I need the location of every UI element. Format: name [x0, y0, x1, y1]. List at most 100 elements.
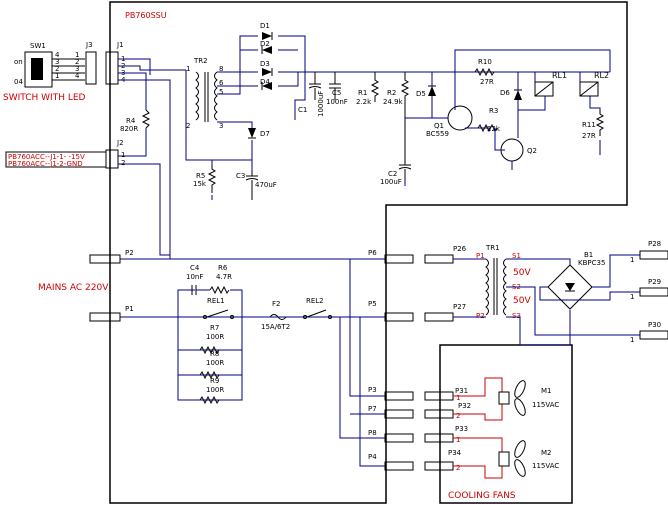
j3-pin4: 4: [75, 72, 80, 80]
b1-label: B1: [584, 251, 593, 259]
j1-label: J1: [116, 41, 124, 49]
m1-value: 115VAC: [532, 401, 559, 409]
f2-label: F2: [272, 300, 280, 308]
p1-terminal[interactable]: [89, 312, 121, 322]
p30-terminal[interactable]: [639, 330, 668, 340]
m2-value: 115VAC: [532, 462, 559, 470]
q1-value: BC559: [426, 130, 449, 138]
tr1-s1: S1: [512, 252, 521, 260]
q2-wiring: [404, 128, 513, 186]
p33-label: P33: [455, 425, 468, 433]
b1-output-wiring: [539, 254, 640, 301]
tr2-primary: [195, 71, 199, 121]
p28-terminal[interactable]: [639, 250, 668, 260]
relay-wiring: [505, 71, 601, 155]
diode-d4: [261, 82, 272, 90]
c1-capacitor: [308, 72, 322, 100]
diode-d1: [262, 32, 273, 40]
p34-label: P34: [448, 449, 462, 457]
diode-d7: [248, 128, 256, 139]
fan-wiring: [453, 377, 503, 479]
tr1-s3: S3: [512, 312, 521, 320]
r10-value: 27R: [480, 78, 494, 86]
r4-value: 820R: [120, 125, 138, 133]
r1-value: 2.2k: [356, 98, 372, 106]
tr1-primary: [485, 258, 489, 316]
j1-connector: [105, 51, 119, 85]
p34-terminal[interactable]: [424, 461, 454, 471]
r10-label: R10: [478, 58, 492, 66]
r2-resistor: [400, 72, 410, 126]
p8-terminal[interactable]: [384, 433, 414, 443]
j3-label: J3: [85, 41, 93, 49]
tr2-pin5: 5: [219, 88, 223, 96]
r9-resistor: [199, 395, 220, 405]
b1-diode-symbol: [565, 283, 575, 292]
p7-terminal[interactable]: [384, 409, 414, 419]
p26-terminal[interactable]: [424, 254, 454, 264]
p31-terminal[interactable]: [424, 391, 454, 401]
c1-label: C1: [298, 106, 307, 114]
p2-terminal[interactable]: [89, 254, 121, 264]
r4-label: R4: [126, 117, 136, 125]
p32-pin: 2: [456, 412, 460, 420]
r1-label: R1: [358, 89, 367, 97]
rl1-coil: [534, 81, 554, 97]
sw1-pin3: 3: [55, 58, 59, 66]
r10-resistor: [474, 67, 495, 77]
d3-label: D3: [260, 60, 270, 68]
p29-pin: 1: [630, 293, 634, 301]
sw1-off-label: 04: [14, 78, 23, 86]
p27-terminal[interactable]: [424, 312, 454, 322]
diode-d5: [428, 72, 436, 118]
j3-pin2: 2: [75, 58, 79, 66]
p3-label: P3: [368, 386, 377, 394]
m1-fan-blades-icon: [514, 380, 526, 416]
p34-pin: 2: [456, 464, 460, 472]
r5-label: R5: [196, 172, 205, 180]
q2-label: Q2: [527, 147, 537, 155]
r11-value: 27R: [582, 132, 596, 140]
p6-terminal[interactable]: [384, 254, 414, 264]
r8-value: 100R: [206, 359, 224, 367]
p3-terminal[interactable]: [384, 391, 414, 401]
p29-label: P29: [648, 278, 661, 286]
pb-line1: PB760ACC--J1-1- -15V: [8, 153, 85, 161]
q1-transistor: [447, 105, 473, 131]
r4-resistor: [141, 109, 151, 129]
b1-bridge: [547, 264, 593, 310]
pcb-outline: [109, 1, 628, 504]
rel1-label: REL1: [207, 297, 225, 305]
switch-with-led-label: SWITCH WITH LED: [3, 93, 86, 103]
c1-value: 1000uF: [317, 91, 325, 117]
q1-label: Q1: [434, 122, 444, 130]
tr1-label: TR1: [485, 244, 500, 252]
p28-label: P28: [648, 240, 661, 248]
rel1-contact: [203, 309, 234, 319]
p5-terminal[interactable]: [384, 312, 414, 322]
mains-label: MAINS AC 220V: [38, 283, 109, 293]
rel2-label: REL2: [306, 297, 324, 305]
d1-label: D1: [260, 22, 270, 30]
sw1-body: [24, 51, 53, 88]
p8-label: P8: [368, 429, 377, 437]
tr1-secondary: [503, 258, 507, 316]
rl1-label: RL1: [552, 71, 567, 80]
b1-value: KBPC35: [578, 259, 605, 267]
c5-label: C5: [332, 89, 341, 97]
p7-label: P7: [368, 405, 377, 413]
p29-terminal[interactable]: [639, 287, 668, 297]
c2-label: C2: [388, 170, 397, 178]
d4-label: D4: [260, 78, 270, 86]
p4-terminal[interactable]: [384, 461, 414, 471]
p33-terminal[interactable]: [424, 433, 454, 443]
m1-label: M1: [541, 387, 552, 395]
fan-feed-wiring: [339, 259, 385, 467]
p32-terminal[interactable]: [424, 409, 454, 419]
r11-resistor: [595, 110, 605, 136]
tr2-pin8: 8: [219, 65, 223, 73]
q1-wiring: [405, 49, 611, 129]
p33-pin: 1: [456, 436, 460, 444]
tr2-pin1: 1: [186, 65, 190, 73]
c2-capacitor: [398, 118, 412, 180]
